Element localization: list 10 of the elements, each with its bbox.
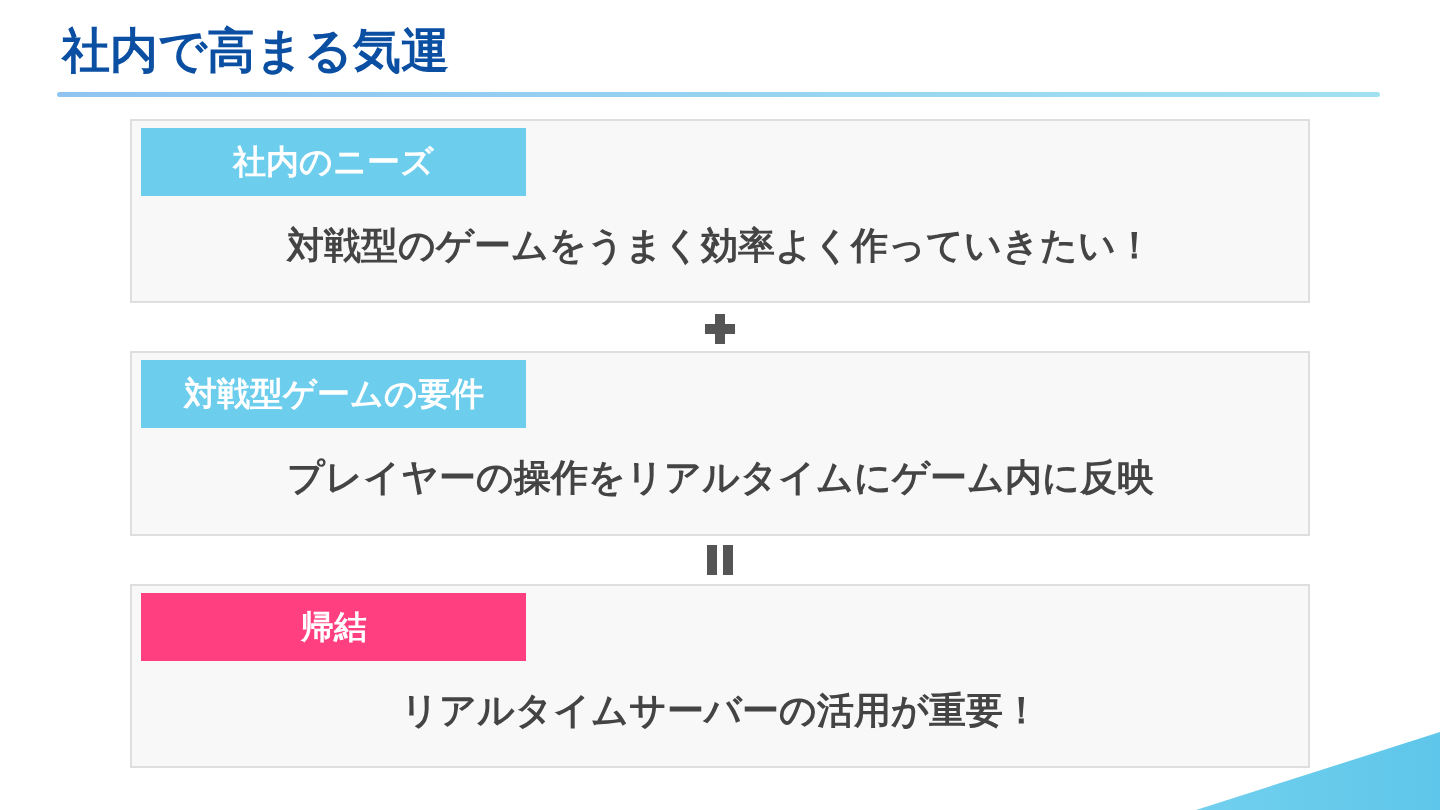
slide-title: 社内で高まる気運 <box>62 22 449 80</box>
panel-text: リアルタイムサーバーの活用が重要！ <box>400 689 1040 734</box>
heading-tag: 帰結 <box>141 593 526 661</box>
heading-tag: 社内のニーズ <box>141 128 526 196</box>
panel-card <box>130 351 1310 536</box>
panel-card <box>130 119 1310 303</box>
heading-tag: 対戦型ゲームの要件 <box>141 360 526 428</box>
panel-card <box>130 584 1310 768</box>
panel-text: 対戦型のゲームをうまく効率よく作っていきたい！ <box>287 224 1153 269</box>
panel-text: プレイヤーの操作をリアルタイムにゲーム内に反映 <box>286 456 1154 501</box>
